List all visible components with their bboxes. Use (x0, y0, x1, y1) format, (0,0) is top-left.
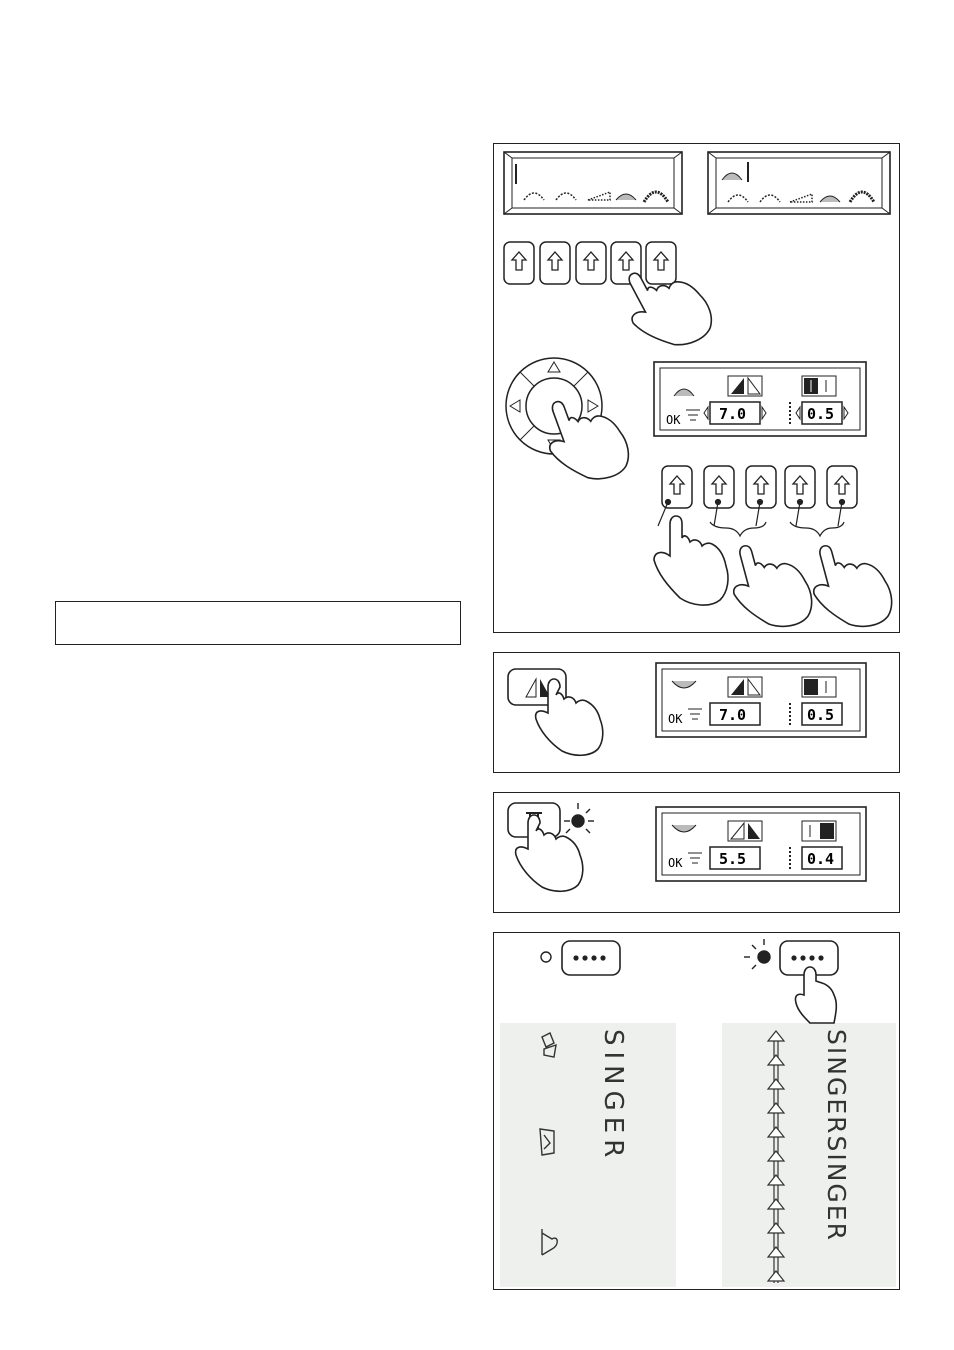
up-arrow-icon (576, 242, 606, 284)
panel-3-illustration: OK 5.5 0.4 (494, 793, 901, 914)
stitch-select-buttons[interactable] (504, 242, 676, 284)
panel-single-continuous: SINGER SINGERSINGER (493, 932, 900, 1290)
lcd-settings-2: OK 7.0 0.5 (656, 663, 866, 737)
indicator-light-off (541, 952, 551, 962)
stitch-width-value: 7.0 (719, 405, 746, 423)
pointing-hand-icon (723, 533, 818, 634)
single-pattern-button[interactable] (562, 941, 620, 975)
single-singer-text: SINGER (598, 1029, 628, 1163)
stitch-width-value: 5.5 (719, 850, 746, 868)
lcd-screen-2 (708, 152, 890, 214)
stitch-length-value: 0.5 (807, 706, 834, 724)
panel-mirror-image: OK 7.0 0.5 (493, 652, 900, 773)
lcd-settings-1: OK 7.0 0.5 (654, 362, 866, 436)
lcd-screen-1 (504, 152, 682, 214)
indicator-light-on (564, 803, 594, 833)
stitch-length-value: 0.4 (807, 850, 834, 868)
ok-label: OK (666, 413, 681, 427)
up-arrow-icon (504, 242, 534, 284)
stitch-width-value: 7.0 (719, 706, 746, 724)
stitch-length-value: 0.5 (807, 405, 834, 423)
panel-stitch-selection: OK 7.0 0.5 (493, 143, 900, 633)
indicator-light-on (744, 939, 770, 969)
panel-twin-needle: OK 5.5 0.4 (493, 792, 900, 913)
up-arrow-icon (540, 242, 570, 284)
panel-1-illustration: OK 7.0 0.5 (494, 144, 901, 634)
continuous-arrow-stitches (768, 1031, 784, 1283)
ok-label: OK (668, 712, 683, 726)
pointing-hand-icon (654, 516, 728, 605)
continuous-singer-text: SINGERSINGER (822, 1029, 851, 1242)
panel-2-illustration: OK 7.0 0.5 (494, 653, 901, 774)
single-stitch-motifs (540, 1033, 557, 1255)
lcd-settings-3: OK 5.5 0.4 (656, 807, 866, 881)
pointing-hand-icon (803, 533, 898, 634)
note-box (55, 601, 461, 645)
ok-label: OK (668, 856, 683, 870)
up-arrow-icon (646, 242, 676, 284)
